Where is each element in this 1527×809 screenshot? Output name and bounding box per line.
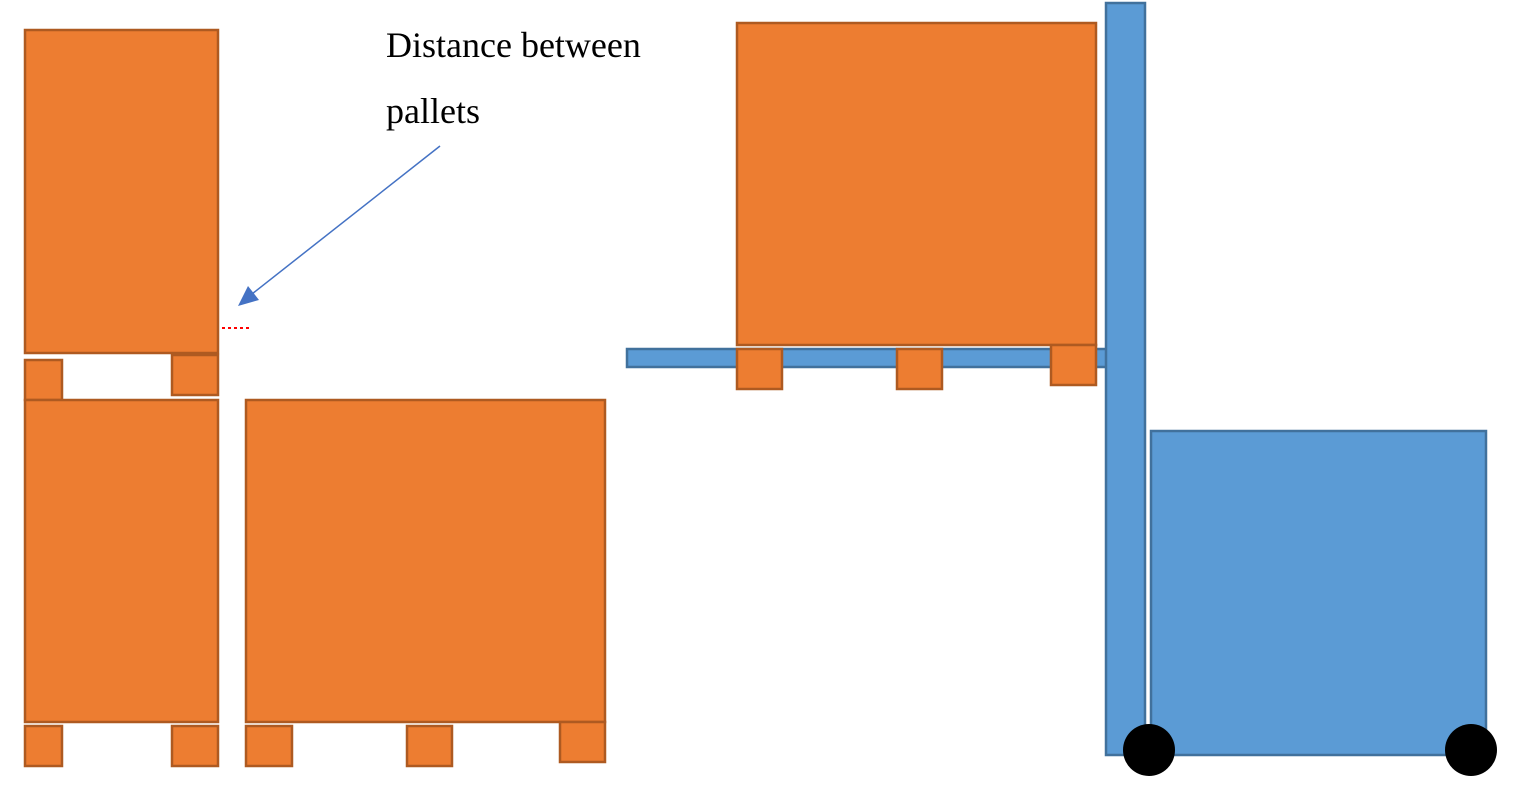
stacked-top-pallet [23, 28, 220, 402]
pallet-foot [23, 358, 64, 402]
forklift-fork [625, 347, 1109, 369]
forklift-body [1149, 429, 1488, 757]
pallet-load [23, 28, 220, 355]
pallet-load [735, 21, 1098, 347]
pallet-foot [735, 347, 784, 391]
pallet-foot [558, 720, 607, 764]
pallet-foot [244, 724, 294, 768]
arrow-head [238, 286, 259, 306]
front-wheel-icon [1123, 724, 1175, 776]
pallet-foot [405, 724, 454, 768]
ground-pallet [244, 398, 607, 768]
annotation-line-2: pallets [386, 91, 480, 131]
forklift-mast [1104, 1, 1147, 757]
pallet-foot [170, 724, 220, 768]
annotation-arrow [238, 145, 441, 306]
rear-wheel-icon [1445, 724, 1497, 776]
pallet-foot [895, 347, 944, 391]
annotation-line-1: Distance between [386, 25, 641, 65]
pallet-foot [1049, 343, 1098, 387]
pallet-foot [170, 353, 220, 397]
pallet-load [244, 398, 607, 724]
pallet-load [23, 398, 220, 724]
arrow-shaft [251, 145, 441, 295]
stacked-bottom-pallet [23, 398, 220, 768]
pallet-foot [23, 724, 64, 768]
forklift-pallet [735, 21, 1098, 391]
